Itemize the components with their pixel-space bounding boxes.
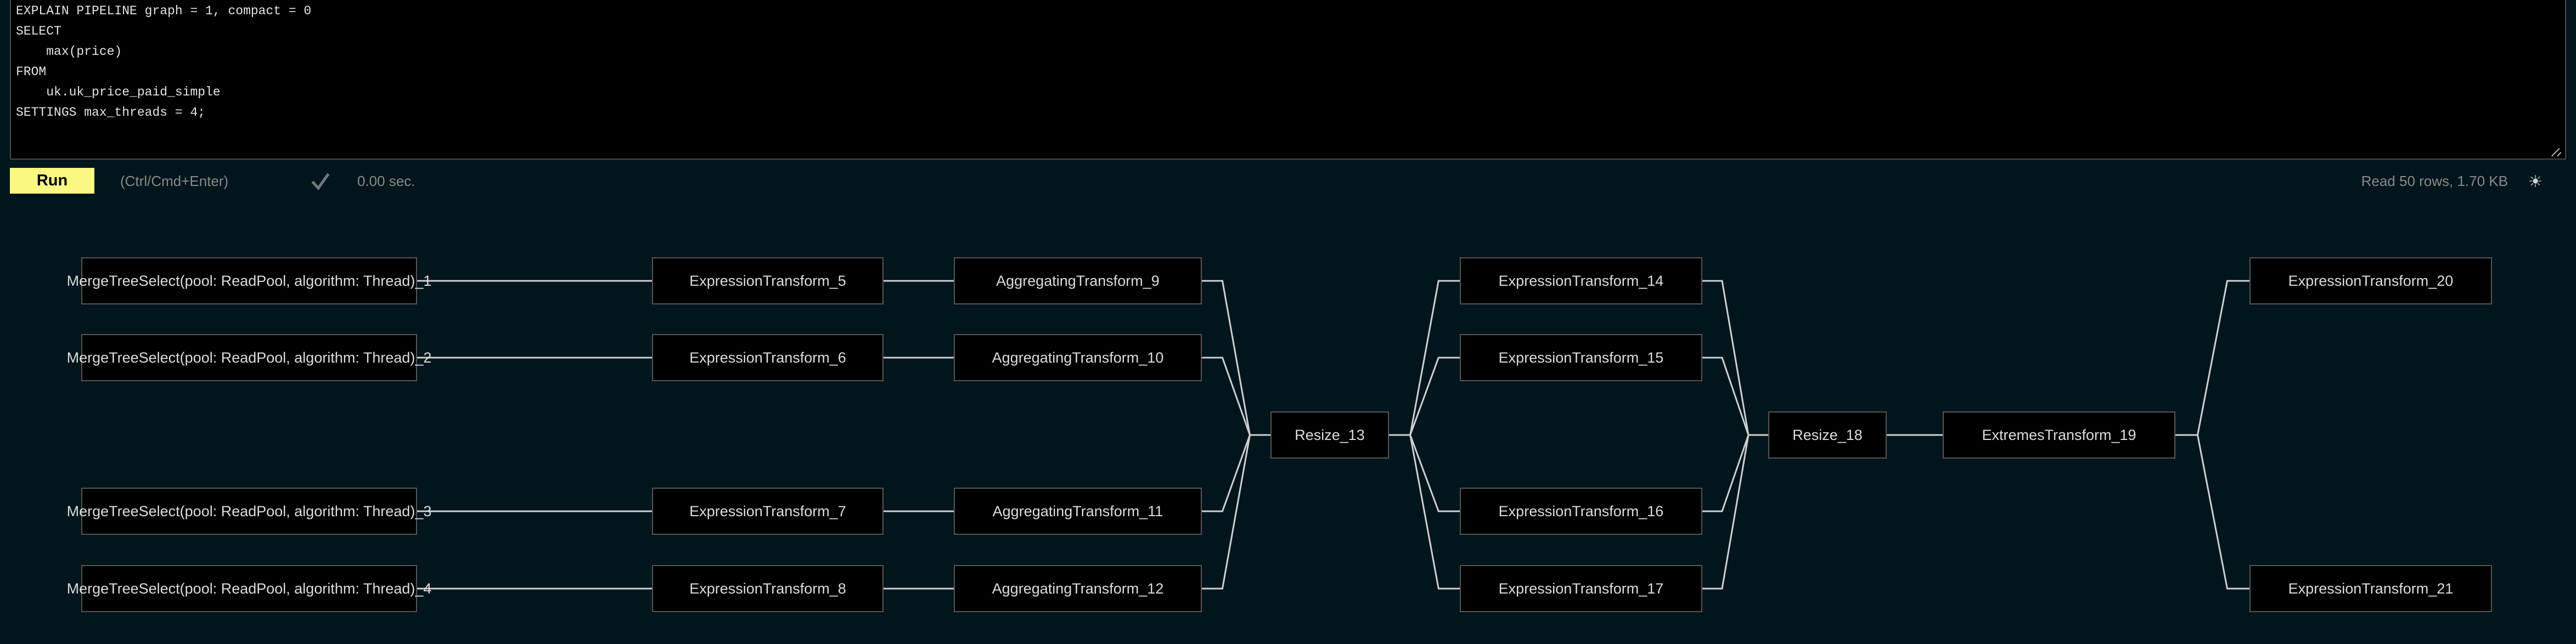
run-button[interactable]: Run	[10, 168, 94, 194]
graph-node-et7[interactable]: ExpressionTransform_7	[652, 488, 884, 535]
sql-query-editor[interactable]: EXPLAIN PIPELINE graph = 1, compact = 0 …	[10, 0, 2566, 160]
graph-edge-ext19-to-et20	[2175, 280, 2249, 436]
graph-edge-rs13-to-et15	[1389, 357, 1460, 436]
graph-edge-layer	[417, 280, 2249, 590]
graph-node-label: MergeTreeSelect(pool: ReadPool, algorith…	[66, 272, 432, 289]
graph-node-agg10[interactable]: AggregatingTransform_10	[954, 334, 1202, 381]
graph-node-et8[interactable]: ExpressionTransform_8	[652, 565, 884, 612]
graph-node-et15[interactable]: ExpressionTransform_15	[1460, 334, 1702, 381]
graph-node-label: ExpressionTransform_6	[689, 349, 846, 366]
graph-node-mts3[interactable]: MergeTreeSelect(pool: ReadPool, algorith…	[67, 488, 431, 535]
graph-node-agg12[interactable]: AggregatingTransform_12	[954, 565, 1202, 612]
graph-node-label: Resize_18	[1792, 426, 1863, 443]
graph-node-ext19[interactable]: ExtremesTransform_19	[1943, 411, 2175, 459]
elapsed-time-label: 0.00 sec.	[357, 173, 415, 189]
graph-edge-et17-to-rs18	[1702, 434, 1768, 590]
graph-node-mts4[interactable]: MergeTreeSelect(pool: ReadPool, algorith…	[67, 565, 431, 612]
graph-node-label: AggregatingTransform_10	[992, 349, 1164, 366]
graph-node-agg11[interactable]: AggregatingTransform_11	[954, 488, 1202, 535]
graph-node-label: ExpressionTransform_16	[1498, 502, 1664, 519]
query-toolbar: Run (Ctrl/Cmd+Enter) 0.00 sec. Read 50 r…	[0, 162, 2576, 196]
read-stats-label: Read 50 rows, 1.70 KB	[2361, 173, 2508, 189]
graph-node-mts2[interactable]: MergeTreeSelect(pool: ReadPool, algorith…	[67, 334, 431, 381]
graph-node-et16[interactable]: ExpressionTransform_16	[1460, 488, 1702, 535]
graph-node-rs13[interactable]: Resize_13	[1270, 411, 1389, 459]
graph-node-label: ExpressionTransform_17	[1498, 580, 1664, 597]
graph-edge-et15-to-rs18	[1702, 357, 1768, 436]
graph-node-label: ExtremesTransform_19	[1982, 426, 2136, 443]
graph-node-label: ExpressionTransform_20	[2288, 272, 2454, 289]
graph-edge-rs13-to-et16	[1389, 434, 1460, 512]
graph-node-label: ExpressionTransform_21	[2288, 580, 2454, 597]
graph-node-et6[interactable]: ExpressionTransform_6	[652, 334, 884, 381]
graph-node-et5[interactable]: ExpressionTransform_5	[652, 257, 884, 304]
graph-edge-agg10-to-rs13	[1202, 357, 1270, 436]
checkmark-icon	[311, 172, 330, 192]
graph-node-et21[interactable]: ExpressionTransform_21	[2249, 565, 2492, 612]
graph-node-mts1[interactable]: MergeTreeSelect(pool: ReadPool, algorith…	[67, 257, 431, 304]
run-shortcut-hint: (Ctrl/Cmd+Enter)	[120, 173, 229, 189]
graph-node-label: ExpressionTransform_5	[689, 272, 846, 289]
graph-node-label: ExpressionTransform_15	[1498, 349, 1664, 366]
graph-node-agg9[interactable]: AggregatingTransform_9	[954, 257, 1202, 304]
graph-node-label: AggregatingTransform_11	[992, 502, 1163, 519]
graph-node-label: MergeTreeSelect(pool: ReadPool, algorith…	[66, 349, 432, 366]
graph-node-et17[interactable]: ExpressionTransform_17	[1460, 565, 1702, 612]
graph-edge-et16-to-rs18	[1702, 434, 1768, 512]
graph-edge-agg12-to-rs13	[1202, 434, 1270, 590]
graph-edge-ext19-to-et21	[2175, 434, 2249, 590]
query-editor-container: EXPLAIN PIPELINE graph = 1, compact = 0 …	[10, 0, 2566, 160]
graph-edge-rs13-to-et17	[1389, 434, 1460, 590]
graph-node-label: ExpressionTransform_14	[1498, 272, 1664, 289]
sun-icon[interactable]: ☀	[2528, 173, 2543, 191]
graph-node-label: AggregatingTransform_9	[996, 272, 1160, 289]
graph-edge-agg11-to-rs13	[1202, 434, 1270, 512]
graph-node-et14[interactable]: ExpressionTransform_14	[1460, 257, 1702, 304]
graph-node-et20[interactable]: ExpressionTransform_20	[2249, 257, 2492, 304]
graph-node-label: ExpressionTransform_7	[689, 502, 846, 519]
graph-node-rs18[interactable]: Resize_18	[1768, 411, 1887, 459]
graph-node-label: MergeTreeSelect(pool: ReadPool, algorith…	[66, 502, 432, 519]
graph-node-label: MergeTreeSelect(pool: ReadPool, algorith…	[66, 580, 432, 597]
graph-node-label: AggregatingTransform_12	[992, 580, 1164, 597]
graph-node-label: ExpressionTransform_8	[689, 580, 846, 597]
query-pipeline-graph: MergeTreeSelect(pool: ReadPool, algorith…	[0, 204, 2576, 644]
graph-node-label: Resize_13	[1295, 426, 1365, 443]
